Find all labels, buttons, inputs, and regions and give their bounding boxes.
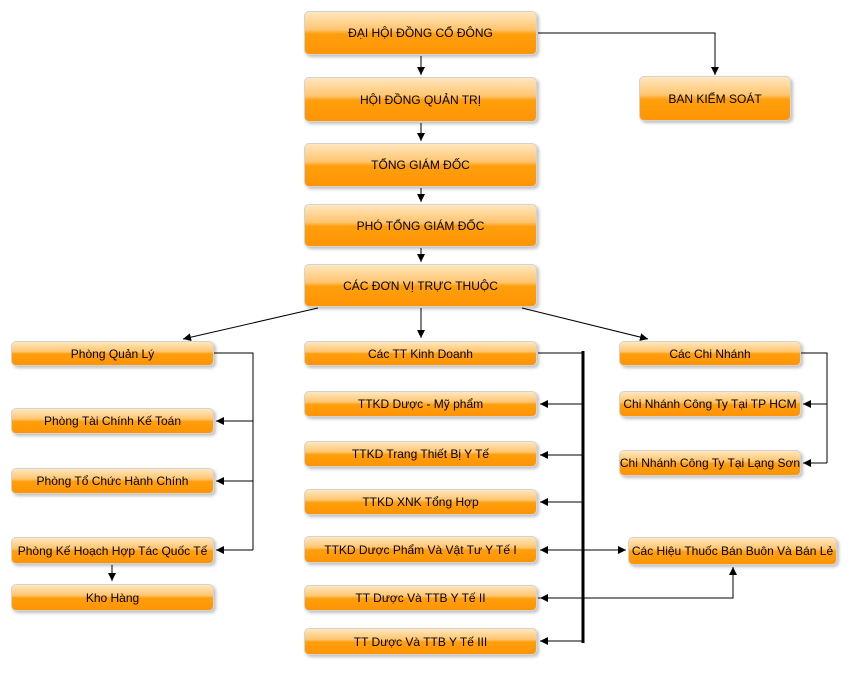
node-phong-to-chuc-hanh-chinh: Phòng Tổ Chức Hành Chính bbox=[11, 468, 214, 494]
node-hoi-dong-quan-tri: HỘI ĐỒNG QUẢN TRỊ bbox=[304, 77, 537, 122]
node-phong-ke-hoach-hop-tac-quoc-te: Phòng Kế Hoạch Hợp Tác Quốc Tế bbox=[11, 537, 214, 564]
node-kho-hang: Kho Hàng bbox=[11, 584, 214, 611]
arrow-dhdcd-to-bks bbox=[538, 32, 719, 75]
node-pho-tong-giam-doc: PHÓ TỔNG GIÁM ĐỐC bbox=[304, 204, 537, 247]
arrow-units-to-quanly bbox=[182, 307, 319, 342]
node-ttkd-trang-thiet-bi-y-te: TTKD Trang Thiết Bị Y Tế bbox=[304, 441, 537, 467]
connector-quanly-rail bbox=[214, 352, 254, 550]
node-ban-kiem-soat: BAN KIỂM SOÁT bbox=[639, 76, 791, 121]
node-ttkd-xnk-tong-hop: TTKD XNK Tổng Hợp bbox=[304, 489, 537, 515]
node-phong-quan-ly: Phòng Quản Lý bbox=[11, 341, 214, 366]
node-chi-nhanh-tp-hcm: Chi Nhánh Công Ty Tại TP HCM bbox=[619, 391, 801, 417]
node-phong-tai-chinh-ke-toan: Phòng Tài Chính Kế Toán bbox=[11, 408, 214, 434]
connector-chinhanh-rail bbox=[801, 352, 828, 463]
node-tt-duoc-va-ttb-y-te-iii: TT Dược Và TTB Y Tế III bbox=[304, 628, 537, 655]
node-ttkd-duoc-my-pham: TTKD Dược - Mỹ phẩm bbox=[304, 391, 537, 417]
node-chi-nhanh-lang-son: Chi Nhánh Công Ty Tại Lạng Sơn bbox=[619, 450, 801, 476]
node-cac-tt-kinh-doanh: Các TT Kinh Doanh bbox=[304, 341, 537, 366]
node-cac-don-vi-truc-thuoc: CÁC ĐƠN VỊ TRỰC THUỘC bbox=[304, 264, 537, 307]
node-tong-giam-doc: TỔNG GIÁM ĐỐC bbox=[304, 143, 537, 187]
node-ttkd-duoc-pham-va-vat-tu-y-te-i: TTKD Dược Phẩm Và Vật Tư Y Tế I bbox=[304, 536, 537, 563]
arrow-ii-to-hieuthuoc bbox=[538, 567, 737, 599]
node-cac-chi-nhanh: Các Chi Nhánh bbox=[619, 341, 801, 366]
node-tt-duoc-va-ttb-y-te-ii: TT Dược Và TTB Y Tế II bbox=[304, 585, 537, 611]
arrow-units-to-chinhanh bbox=[521, 307, 649, 341]
node-dai-hoi-dong-co-dong: ĐẠI HỘI ĐỒNG CỔ ĐÔNG bbox=[304, 11, 537, 55]
node-cac-hieu-thuoc: Các Hiệu Thuốc Bán Buôn Và Bán Lẻ bbox=[628, 537, 837, 565]
